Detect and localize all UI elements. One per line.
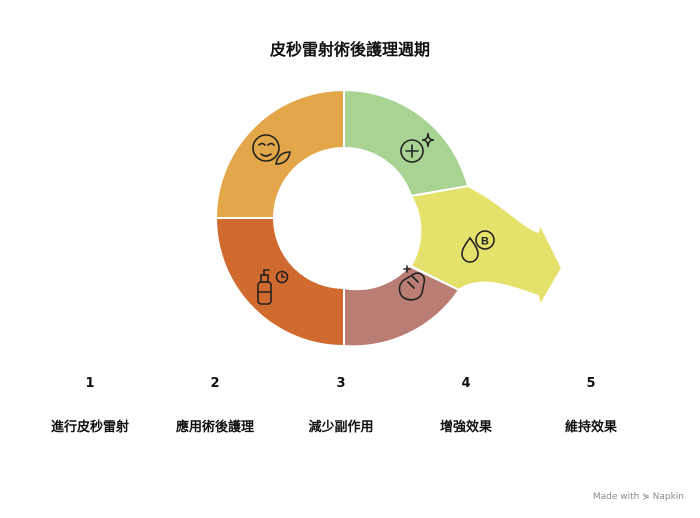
hand-sparkle-icon (398, 265, 426, 301)
cycle-segment-5-arrow (409, 184, 564, 309)
vitamin-b-drop-icon: B (461, 230, 495, 263)
plus-sparkle-icon (400, 132, 435, 163)
step-number: 3 (336, 376, 346, 391)
step-5: 5 維持效果 (531, 376, 651, 435)
face-leaf-icon (252, 134, 291, 165)
step-label: 應用術後護理 (175, 420, 254, 435)
step-label: 進行皮秒雷射 (50, 420, 129, 435)
step-label: 維持效果 (564, 420, 617, 435)
cycle-segment-4 (343, 88, 470, 198)
step-label: 減少副作用 (308, 420, 374, 435)
svg-text:B: B (481, 236, 489, 248)
step-1: 1 進行皮秒雷射 (30, 376, 150, 435)
step-label: 增強效果 (439, 420, 492, 435)
step-number: 2 (210, 376, 220, 391)
spray-bottle-timer-icon (257, 269, 289, 305)
cycle-segment-1 (214, 88, 345, 219)
step-number: 5 (586, 376, 596, 391)
step-number: 4 (461, 376, 471, 391)
step-4: 4 增強效果 (406, 376, 526, 435)
step-3: 3 減少副作用 (281, 376, 401, 435)
napkin-watermark: Made with ⋟ Napkin (592, 492, 684, 502)
step-number: 1 (85, 376, 95, 391)
diagram-title: 皮秒雷射術後護理週期 (269, 40, 430, 59)
step-2: 2 應用術後護理 (155, 376, 275, 435)
